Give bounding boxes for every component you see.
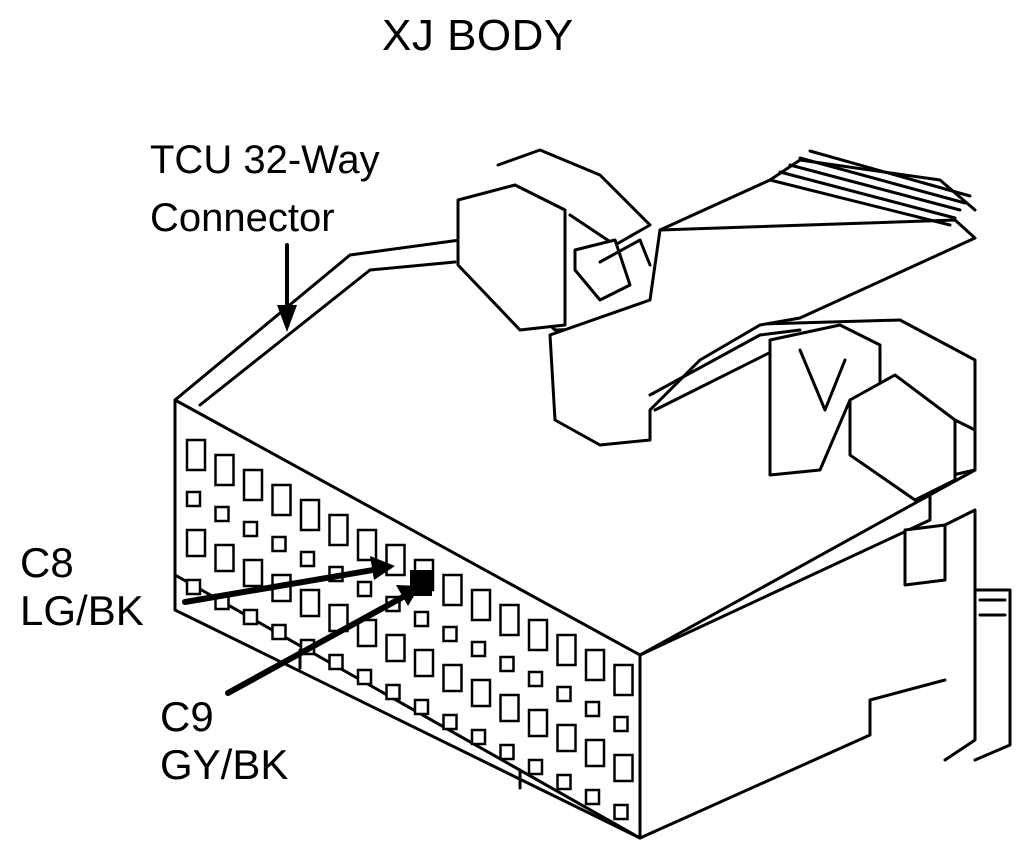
terminal-cavity [328,653,344,671]
terminal-cavity [527,758,544,776]
terminal-cavity [499,693,520,723]
terminal-cavity [271,535,287,553]
terminal-cavity [413,648,435,678]
c8-arrowhead [370,556,395,580]
terminal-cavity [356,618,378,648]
connector-label-line2: Connector [150,196,335,240]
terminal-cavity [556,773,572,791]
terminal-cavity [584,788,601,806]
terminal-cavity [214,543,235,573]
terminal-cavity [185,578,202,596]
terminal-cavity [242,468,264,502]
terminal-cavity [584,648,606,682]
terminal-cavity [470,678,492,708]
terminal-cavity [470,640,487,658]
terminal-cavity [613,663,634,697]
terminal-cavity [271,623,287,641]
terminal-cavity [271,483,292,517]
terminal-cavity [527,708,549,738]
terminal-cavity [385,633,406,663]
terminal-cavity [556,685,572,703]
terminal-cavity [214,453,235,487]
terminal-cavity [356,580,373,598]
terminal-cavity [385,543,406,577]
terminal-cavity [185,528,207,558]
terminal-cavity [499,743,515,761]
c9-pointer [225,589,415,696]
terminal-cavity [584,700,601,718]
c8-cavity-label: C8 [20,539,74,586]
terminal-cavity [385,683,401,701]
terminal-cavity [328,513,349,547]
terminal-cavity [299,550,316,568]
c8-wire-color-label: LG/BK [20,587,144,634]
terminal-cavity [242,608,259,626]
c9-cavity-label: C9 [160,693,214,740]
terminal-cavity [356,668,373,686]
terminal-cavity [470,588,492,622]
terminal-cavity [299,498,321,532]
terminal-cavity [185,490,202,508]
diagram-title: XJ BODY [382,11,574,60]
terminal-cavity [442,663,463,693]
terminal-cavity [556,633,577,667]
connector-label-line1: TCU 32-Way [150,138,380,182]
terminal-cavity [442,713,458,731]
terminal-cavity [356,528,378,562]
terminal-cavity [299,588,321,618]
terminal-cavity [242,558,264,588]
terminal-cavity [242,520,259,538]
connector-arrowhead [277,305,297,332]
terminal-cavity [613,803,629,821]
terminal-cavity [499,655,515,673]
c9-wire-color-label: GY/BK [160,741,289,788]
c9-cavity-highlight [410,570,432,596]
terminal-cavity [442,573,463,607]
terminal-cavity [613,715,629,733]
terminal-cavity [556,723,577,753]
terminal-cavity [470,728,487,746]
terminal-cavity [499,603,520,637]
terminal-cavity [413,610,430,628]
c8-pointer [182,565,388,605]
terminal-cavity [527,670,544,688]
terminal-cavity [527,618,549,652]
terminal-cavity [413,698,430,716]
terminal-cavity [185,438,207,472]
terminal-cavity [584,738,606,768]
terminal-cavity [442,625,458,643]
terminal-cavity [613,753,634,783]
terminal-cavity [214,505,230,523]
